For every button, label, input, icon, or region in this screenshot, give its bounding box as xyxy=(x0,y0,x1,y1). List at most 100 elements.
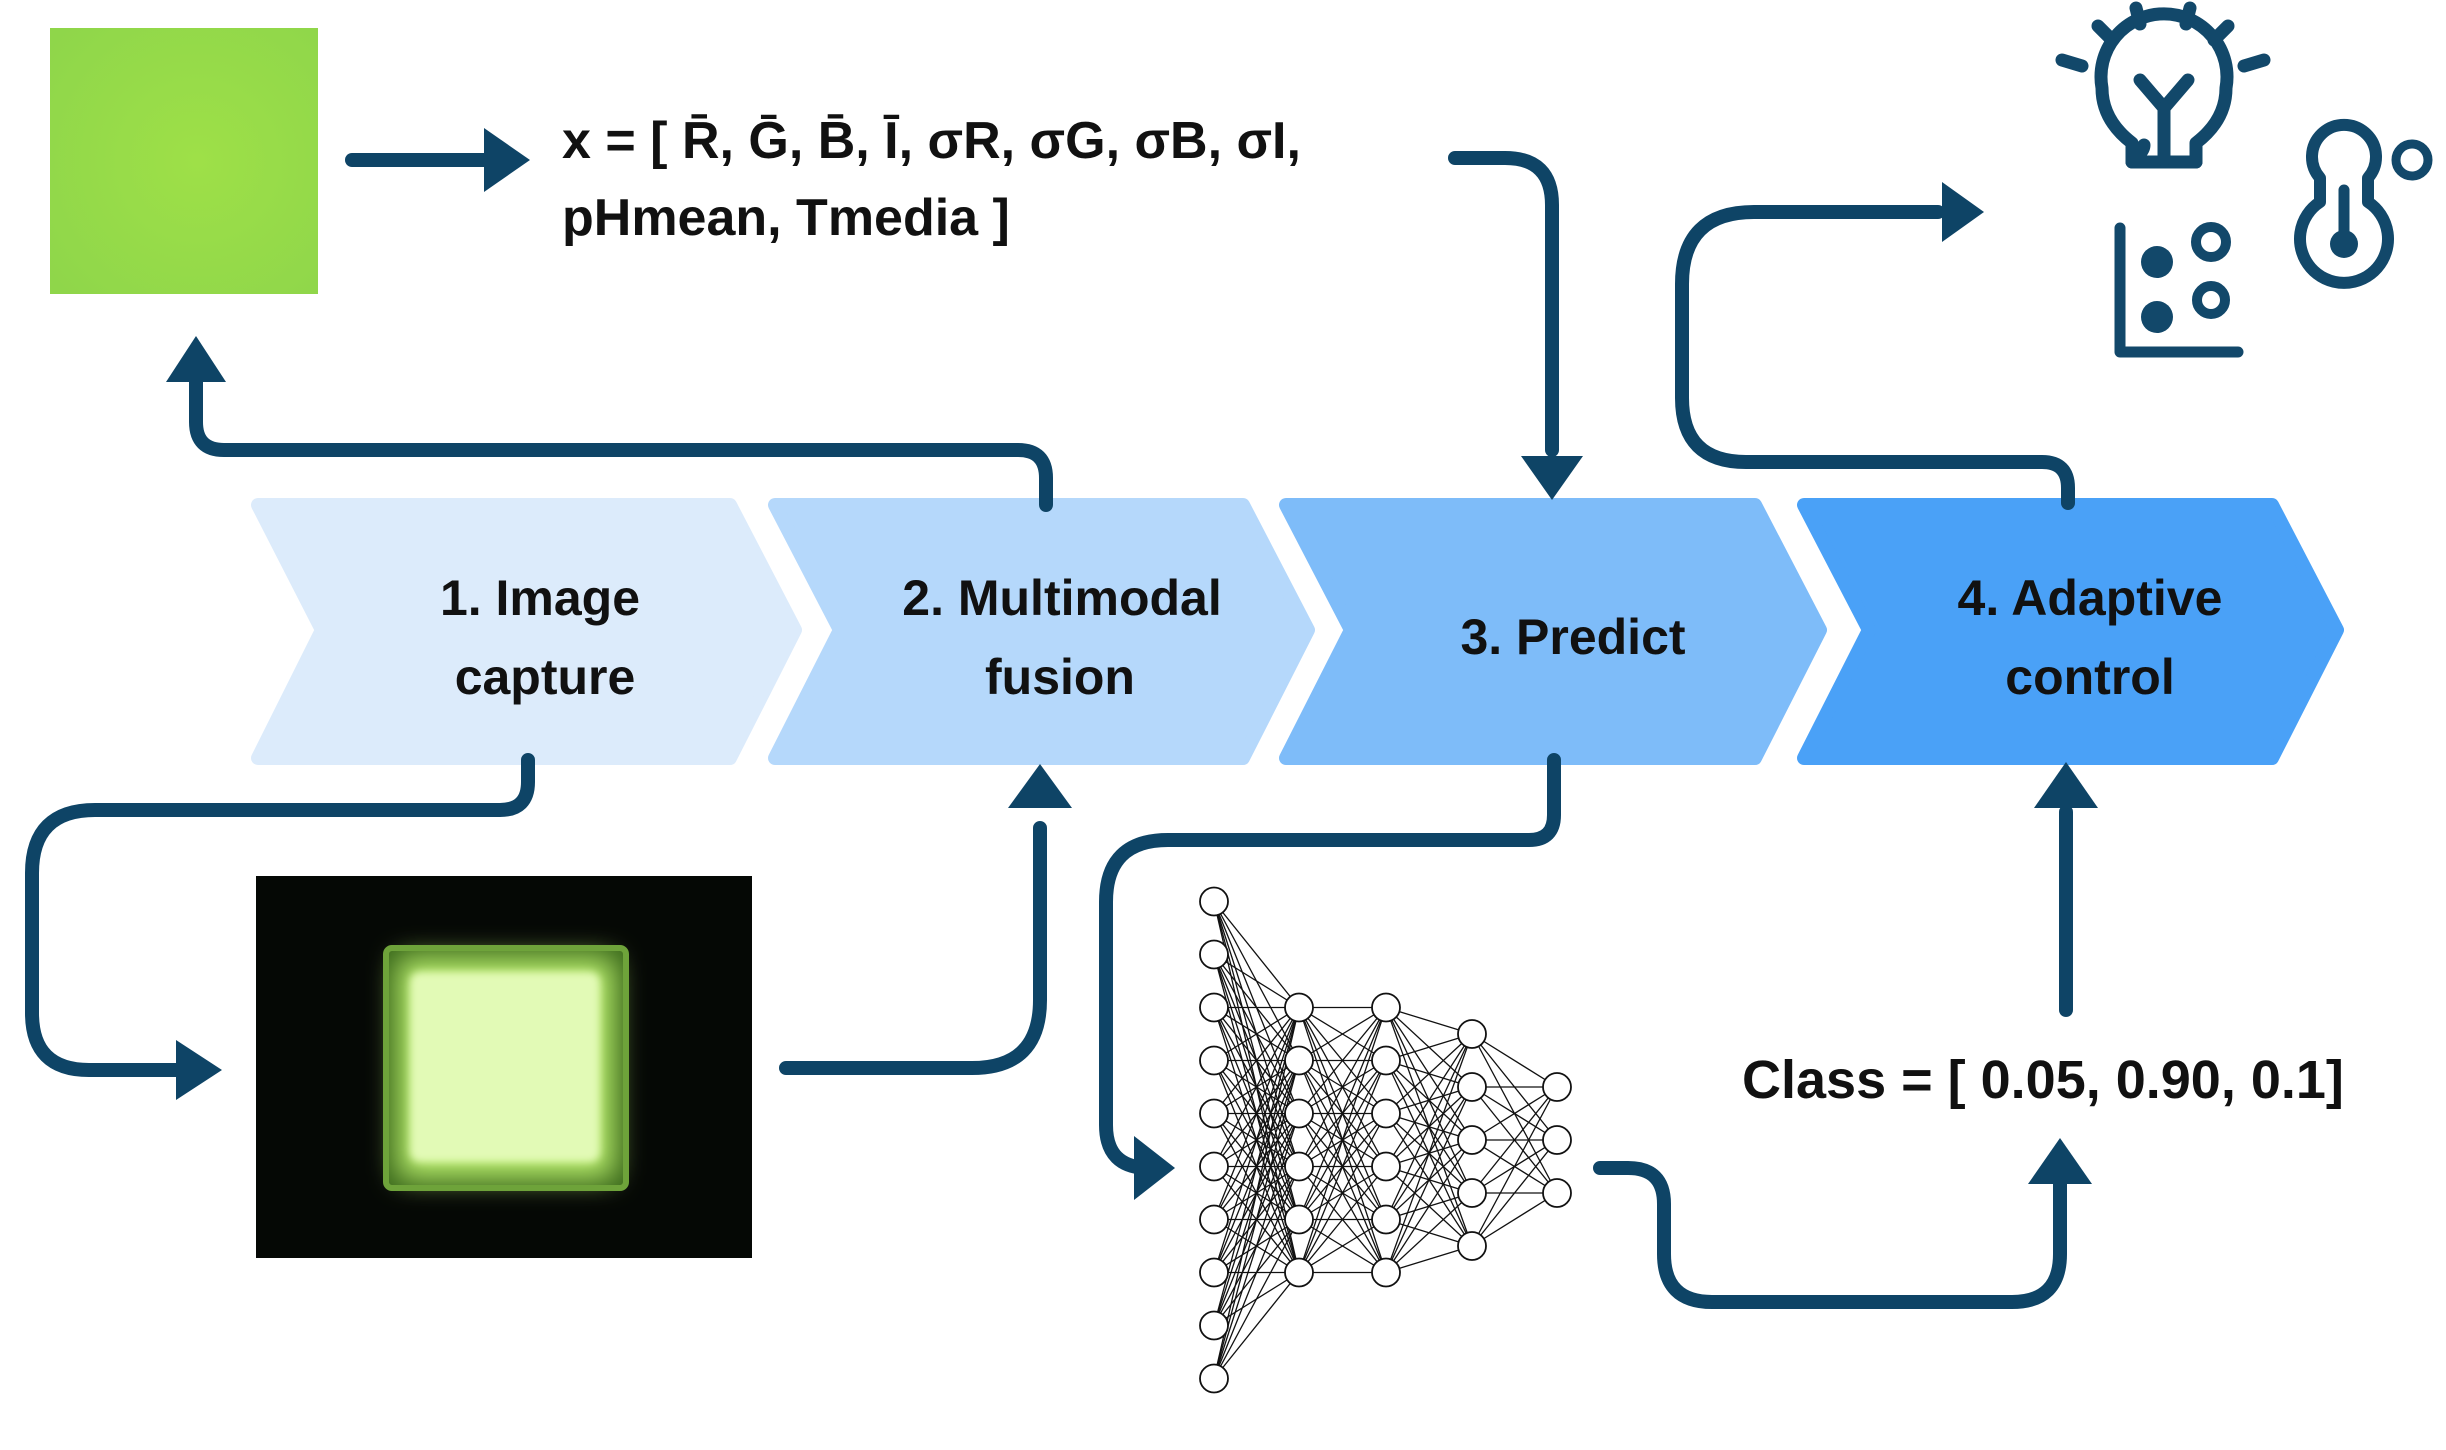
nn-node-layer-1 xyxy=(1199,1045,1229,1076)
nn-edge xyxy=(1213,1007,1300,1167)
nn-edge xyxy=(1471,1139,1558,1247)
arrow-predict-to-network xyxy=(1099,753,1561,1175)
nn-edge xyxy=(1471,1086,1558,1194)
nn-edge xyxy=(1298,1007,1387,1220)
arrowheads xyxy=(166,128,2098,1200)
nn-edge xyxy=(1213,1219,1300,1379)
arrow-fusion-to-patch xyxy=(189,365,1053,512)
nn-edge xyxy=(1213,1007,1300,1114)
nn-edge xyxy=(1213,901,1300,1008)
arrow-photo-to-fusion xyxy=(779,821,1047,1075)
nn-node-layer-2 xyxy=(1284,992,1314,1023)
arrow-network-to-class xyxy=(1593,1161,2067,1309)
arrowhead-vector xyxy=(484,128,530,192)
nn-edge xyxy=(1385,1006,1473,1035)
nn-edge xyxy=(1298,1060,1387,1273)
flow-arrows xyxy=(25,151,2075,1309)
nn-edge xyxy=(1213,1007,1300,1379)
nn-node-layer-1 xyxy=(1199,1204,1229,1235)
nn-edge xyxy=(1385,1033,1473,1167)
nn-node-layer-5 xyxy=(1542,1072,1572,1102)
nn-edge xyxy=(1471,1192,1558,1247)
nn-edge xyxy=(1385,1245,1473,1274)
nn-node-layer-4 xyxy=(1457,1019,1487,1049)
nn-node-layer-2 xyxy=(1284,1098,1314,1129)
nn-edge xyxy=(1385,1086,1473,1273)
nn-edge xyxy=(1298,1113,1387,1273)
arrowhead-class xyxy=(2028,1138,2092,1184)
step-4-label-line1: 4. Adaptive xyxy=(1958,570,2223,626)
nn-node-layer-2 xyxy=(1284,1204,1314,1235)
arrowhead-photo xyxy=(176,1040,222,1100)
nn-node-layer-5 xyxy=(1542,1178,1572,1208)
nn-edge xyxy=(1298,1006,1387,1062)
neural-network xyxy=(1199,886,1572,1394)
nn-node-layer-4 xyxy=(1457,1178,1487,1208)
process-steps: 1. Image capture 2. Multimodal fusion 3.… xyxy=(251,498,2344,765)
nn-edge xyxy=(1385,1033,1473,1220)
nn-node-layer-1 xyxy=(1199,1151,1229,1182)
nn-node-layer-3 xyxy=(1371,992,1401,1023)
nn-edge xyxy=(1298,1007,1387,1167)
nn-edge xyxy=(1385,1192,1473,1273)
arrowhead-fusion xyxy=(1008,764,1072,808)
nn-node-layer-2 xyxy=(1284,1045,1314,1076)
nn-node-layer-4 xyxy=(1457,1072,1487,1102)
step-2-label-line2: fusion xyxy=(985,649,1135,705)
nn-edge xyxy=(1385,1139,1473,1273)
step-1-chevron xyxy=(251,498,802,765)
nn-edge xyxy=(1298,1007,1387,1273)
sample-photo xyxy=(256,876,752,1258)
nn-node-layer-1 xyxy=(1199,886,1229,917)
step-2-label-line1: 2. Multimodal xyxy=(902,570,1221,626)
nn-edge xyxy=(1213,1166,1300,1379)
step-4-label-line2: control xyxy=(2005,649,2174,705)
nn-node-layer-1 xyxy=(1199,939,1229,970)
step-4-chevron xyxy=(1797,498,2344,765)
thermometer-icon xyxy=(2294,118,2433,289)
bubbles-chart-icon xyxy=(2114,222,2244,358)
arrow-capture-to-photo xyxy=(25,753,535,1077)
step-1-label-line1: 1. Image xyxy=(440,570,640,626)
class-output: Class = [ 0.05, 0.90, 0.1] xyxy=(1742,1050,2344,1110)
nn-edge xyxy=(1213,1007,1300,1220)
arrow-control-to-icons xyxy=(1675,205,2075,510)
feature-vector-line2: pHmean, Tmedia ] xyxy=(562,189,1010,247)
nn-node-layer-2 xyxy=(1284,1257,1314,1288)
step-3-chevron xyxy=(1279,498,1827,765)
feature-vector-line1: x = [ R̄, Ḡ, B̄, Ī, σR, σG, σB, σI, xyxy=(562,112,1301,170)
arrowhead-predict xyxy=(1521,456,1583,500)
nn-edge xyxy=(1298,1007,1387,1114)
step-1-label-line2: capture xyxy=(455,649,636,705)
nn-node-layer-5 xyxy=(1542,1125,1572,1155)
step-3-label: 3. Predict xyxy=(1460,609,1685,665)
nn-edge xyxy=(1213,1007,1300,1273)
nn-edge xyxy=(1471,1086,1558,1141)
arrowhead-patch xyxy=(166,336,226,382)
nn-edge xyxy=(1385,1033,1473,1114)
nn-node-layer-3 xyxy=(1371,1204,1401,1235)
nn-node-layer-1 xyxy=(1199,992,1229,1023)
arrow-vector-to-predict xyxy=(1448,151,1559,457)
nn-node-layer-4 xyxy=(1457,1231,1487,1261)
nn-node-layer-1 xyxy=(1199,1257,1229,1288)
lightbulb-icon xyxy=(2055,1,2271,169)
nn-edge xyxy=(1385,1033,1473,1273)
nn-edge xyxy=(1213,1113,1300,1379)
nn-edge xyxy=(1213,953,1300,1009)
nn-node-layer-3 xyxy=(1371,1151,1401,1182)
arrowhead-icons xyxy=(1942,182,1984,242)
nn-edge xyxy=(1471,1086,1558,1247)
nn-node-layer-1 xyxy=(1199,1098,1229,1129)
nn-edge xyxy=(1298,1218,1387,1274)
nn-edge xyxy=(1471,1033,1558,1088)
nn-edge xyxy=(1213,1272,1300,1379)
nn-edge xyxy=(1298,1166,1387,1273)
sample-color-patch xyxy=(50,28,318,294)
nn-node-layer-4 xyxy=(1457,1125,1487,1155)
nn-node-layer-3 xyxy=(1371,1045,1401,1076)
nn-edge xyxy=(1213,1006,1300,1062)
nn-node-layer-1 xyxy=(1199,1310,1229,1341)
